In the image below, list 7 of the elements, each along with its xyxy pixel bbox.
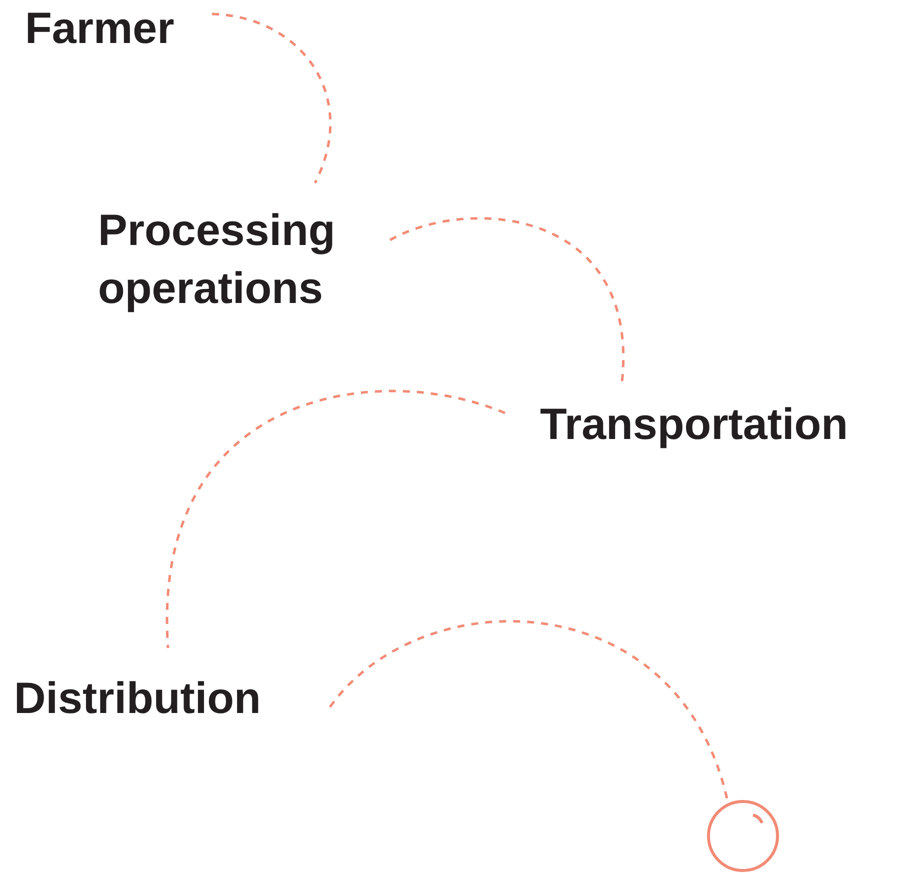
dashed-connector bbox=[166, 390, 506, 648]
dashed-connector bbox=[212, 12, 332, 184]
dashed-connector bbox=[389, 217, 624, 382]
step-label: Farmer bbox=[25, 0, 205, 58]
step-label: Transportation bbox=[540, 396, 900, 454]
step-label: Distribution bbox=[14, 670, 314, 728]
step-label: Processing operations bbox=[98, 202, 368, 318]
